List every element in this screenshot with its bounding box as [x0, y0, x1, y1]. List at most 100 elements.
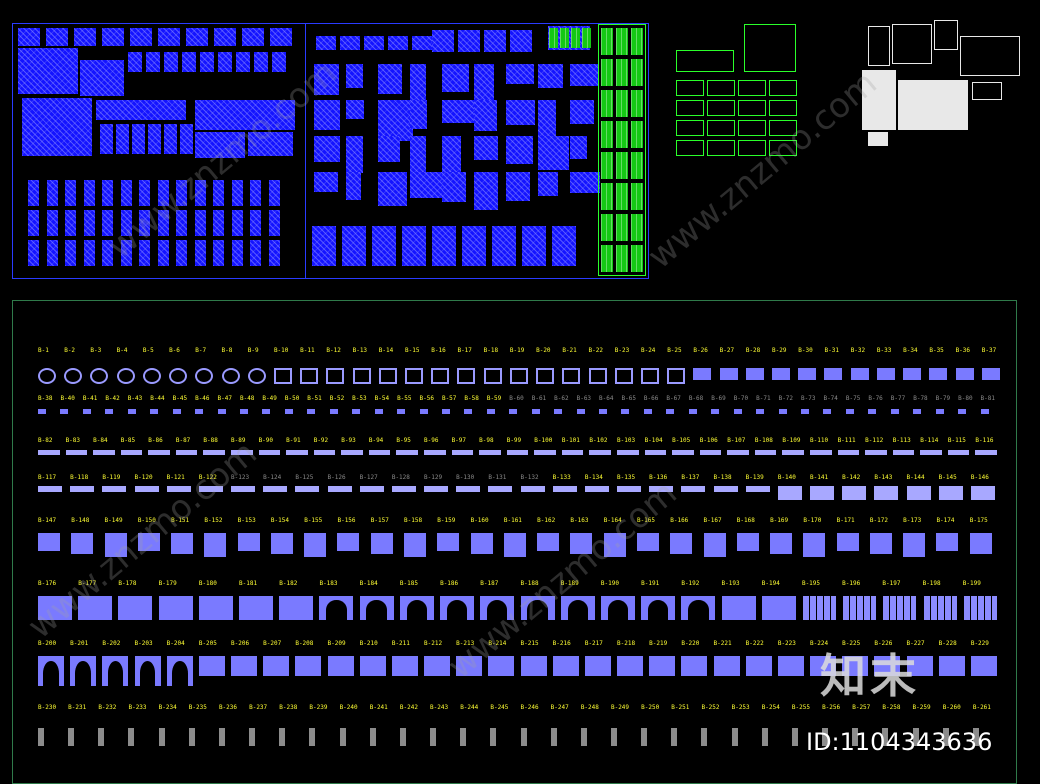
component-block	[801, 596, 836, 620]
component-block	[203, 450, 225, 455]
pattern-panel	[432, 226, 456, 266]
component-label: B-202	[102, 640, 121, 647]
green-door	[601, 121, 613, 148]
component-block	[456, 656, 483, 676]
component-label: B-3	[90, 347, 102, 354]
component-block	[903, 368, 922, 380]
component-label: B-100	[534, 437, 553, 444]
pattern-panel	[538, 64, 563, 88]
door-strip	[176, 180, 187, 206]
door-strip	[83, 210, 95, 236]
green-elevation	[769, 80, 797, 96]
component-label: B-112	[865, 437, 884, 444]
green-elevation	[738, 100, 766, 116]
component-block	[882, 596, 917, 620]
green-elevation	[676, 140, 704, 156]
component-label: B-94	[368, 437, 384, 444]
component-block	[681, 486, 706, 492]
door-strip	[213, 210, 224, 236]
component-block	[688, 409, 697, 414]
door-strip	[28, 180, 39, 206]
component-label: B-231	[68, 704, 87, 711]
component-block	[231, 450, 253, 455]
component-block	[166, 656, 193, 687]
component-block	[719, 368, 738, 380]
component-label: B-246	[520, 704, 539, 711]
component-block	[603, 533, 626, 557]
component-label: B-181	[239, 580, 258, 587]
green-elevation	[676, 50, 734, 72]
component-label: B-143	[874, 474, 893, 481]
component-block	[520, 728, 527, 746]
component-block	[975, 450, 997, 455]
component-block	[534, 450, 556, 455]
pattern-tile	[128, 52, 142, 72]
green-elevation	[744, 24, 796, 72]
component-label: B-98	[479, 437, 494, 444]
component-block	[721, 596, 756, 620]
green-door	[616, 183, 628, 210]
component-block	[955, 368, 974, 380]
component-block	[614, 368, 633, 384]
component-block	[713, 486, 738, 492]
component-block	[198, 486, 223, 492]
green-elevation	[676, 100, 704, 116]
pattern-tile	[46, 28, 68, 46]
component-block	[263, 486, 288, 492]
component-block	[552, 486, 577, 492]
brand-watermark-logo: 知末	[820, 649, 920, 703]
green-elevation	[707, 100, 735, 116]
component-label: B-213	[456, 640, 475, 647]
component-block	[352, 409, 361, 414]
component-label: B-4	[116, 347, 128, 354]
component-label: B-121	[166, 474, 185, 481]
pattern-panel	[410, 136, 426, 177]
component-block	[437, 533, 460, 551]
component-block	[938, 656, 965, 676]
component-label: B-70	[733, 395, 749, 402]
component-label: B-189	[560, 580, 579, 587]
component-block	[649, 486, 674, 492]
component-block	[576, 409, 585, 414]
component-label: B-235	[188, 704, 207, 711]
component-label: B-126	[327, 474, 346, 481]
component-block	[868, 409, 877, 414]
component-block	[803, 533, 826, 557]
component-block	[369, 728, 376, 746]
component-label: B-52	[329, 395, 345, 402]
pattern-panel	[538, 136, 569, 170]
component-label: B-136	[649, 474, 668, 481]
door-strip	[139, 240, 150, 266]
component-block	[561, 450, 584, 455]
component-block	[782, 450, 804, 455]
component-label: B-257	[852, 704, 871, 711]
component-label: B-244	[460, 704, 479, 711]
component-block	[239, 596, 274, 620]
component-block	[82, 409, 91, 414]
component-block	[962, 596, 997, 620]
component-block	[90, 368, 109, 384]
component-block	[480, 596, 515, 620]
component-block	[754, 450, 777, 455]
component-label: B-259	[912, 704, 931, 711]
component-label: B-115	[947, 437, 966, 444]
component-label: B-159	[437, 517, 456, 524]
component-label: B-119	[102, 474, 121, 481]
pattern-tile	[458, 30, 480, 52]
component-label: B-207	[263, 640, 282, 647]
pattern-panel	[570, 172, 601, 194]
component-block	[78, 596, 113, 620]
component-label: B-99	[506, 437, 522, 444]
component-label: B-172	[869, 517, 888, 524]
component-label: B-77	[890, 395, 906, 402]
blue-pattern-sheet[interactable]	[12, 23, 649, 279]
component-block	[810, 656, 837, 676]
component-label: B-65	[621, 395, 636, 402]
component-block	[509, 409, 518, 414]
component-block	[936, 533, 959, 551]
component-block	[947, 450, 970, 455]
pattern-tile	[18, 28, 40, 46]
component-block	[295, 486, 320, 492]
pattern-tile	[242, 28, 264, 46]
component-label: B-140	[777, 474, 796, 481]
